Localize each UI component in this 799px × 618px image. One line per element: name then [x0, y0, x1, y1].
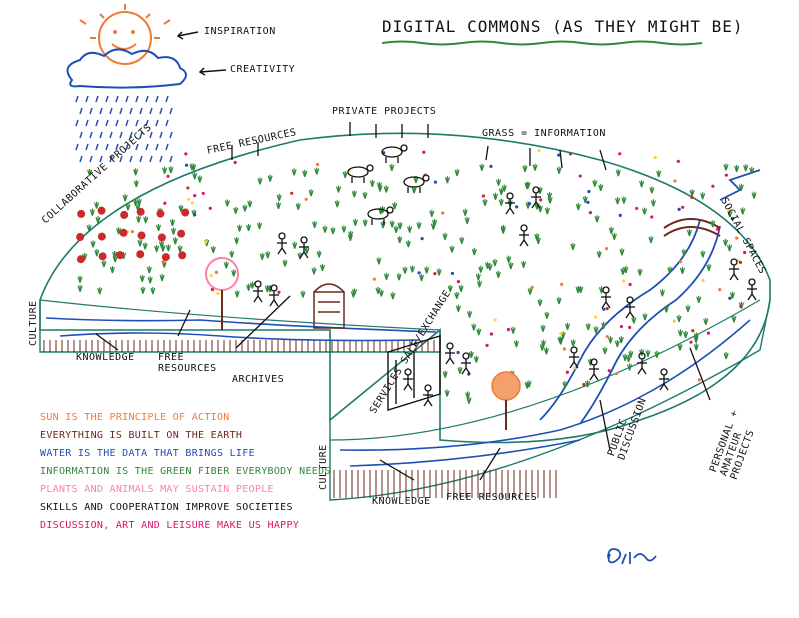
commons-disc — [39, 132, 771, 501]
river — [539, 169, 761, 425]
rain-icon — [75, 95, 173, 163]
water-layer-right — [339, 319, 751, 467]
private-projects-label: PRIVATE PROJECTS — [332, 106, 437, 117]
knowledge-label-left: KNOWLEDGE — [76, 352, 135, 363]
title-underline — [382, 40, 703, 46]
legend-line: SUN IS THE PRINCIPLE OF ACTION — [40, 412, 230, 423]
tree-icon — [205, 257, 521, 430]
market-icon — [387, 335, 441, 411]
knowledge-label-right: KNOWLEDGE — [372, 496, 431, 507]
free-resources-label-left: FREE RESOURCES — [158, 352, 217, 374]
sun-icon — [79, 4, 171, 65]
grass-information-label: GRASS = INFORMATION — [482, 128, 606, 139]
culture-label-left: CULTURE — [28, 300, 39, 346]
legend-line: WATER IS THE DATA THAT BRINGS LIFE — [40, 448, 255, 459]
page-title: DIGITAL COMMONS (AS THEY MIGHT BE) — [382, 17, 744, 36]
archive-icon — [313, 283, 345, 329]
legend-line: SKILLS AND COOPERATION IMPROVE SOCIETIES — [40, 502, 293, 513]
free-resources-label-right: FREE RESOURCES — [446, 492, 538, 503]
inspiration-label: INSPIRATION — [204, 26, 276, 37]
water-layer-left — [45, 317, 437, 342]
legend-line: DISCUSSION, ART AND LEISURE MAKE US HAPP… — [40, 520, 300, 531]
cloud-icon — [66, 48, 187, 89]
archives-label: ARCHIVES — [232, 374, 285, 385]
bridge-icon — [663, 218, 721, 237]
signature — [607, 548, 657, 565]
creativity-label: CREATIVITY — [230, 64, 296, 75]
legend-line: EVERYTHING IS BUILT ON THE EARTH — [40, 430, 243, 441]
legend-line: PLANTS AND ANIMALS MAY SUSTAIN PEOPLE — [40, 484, 274, 495]
legend-line: INFORMATION IS THE GREEN FIBER EVERYBODY… — [40, 466, 331, 477]
